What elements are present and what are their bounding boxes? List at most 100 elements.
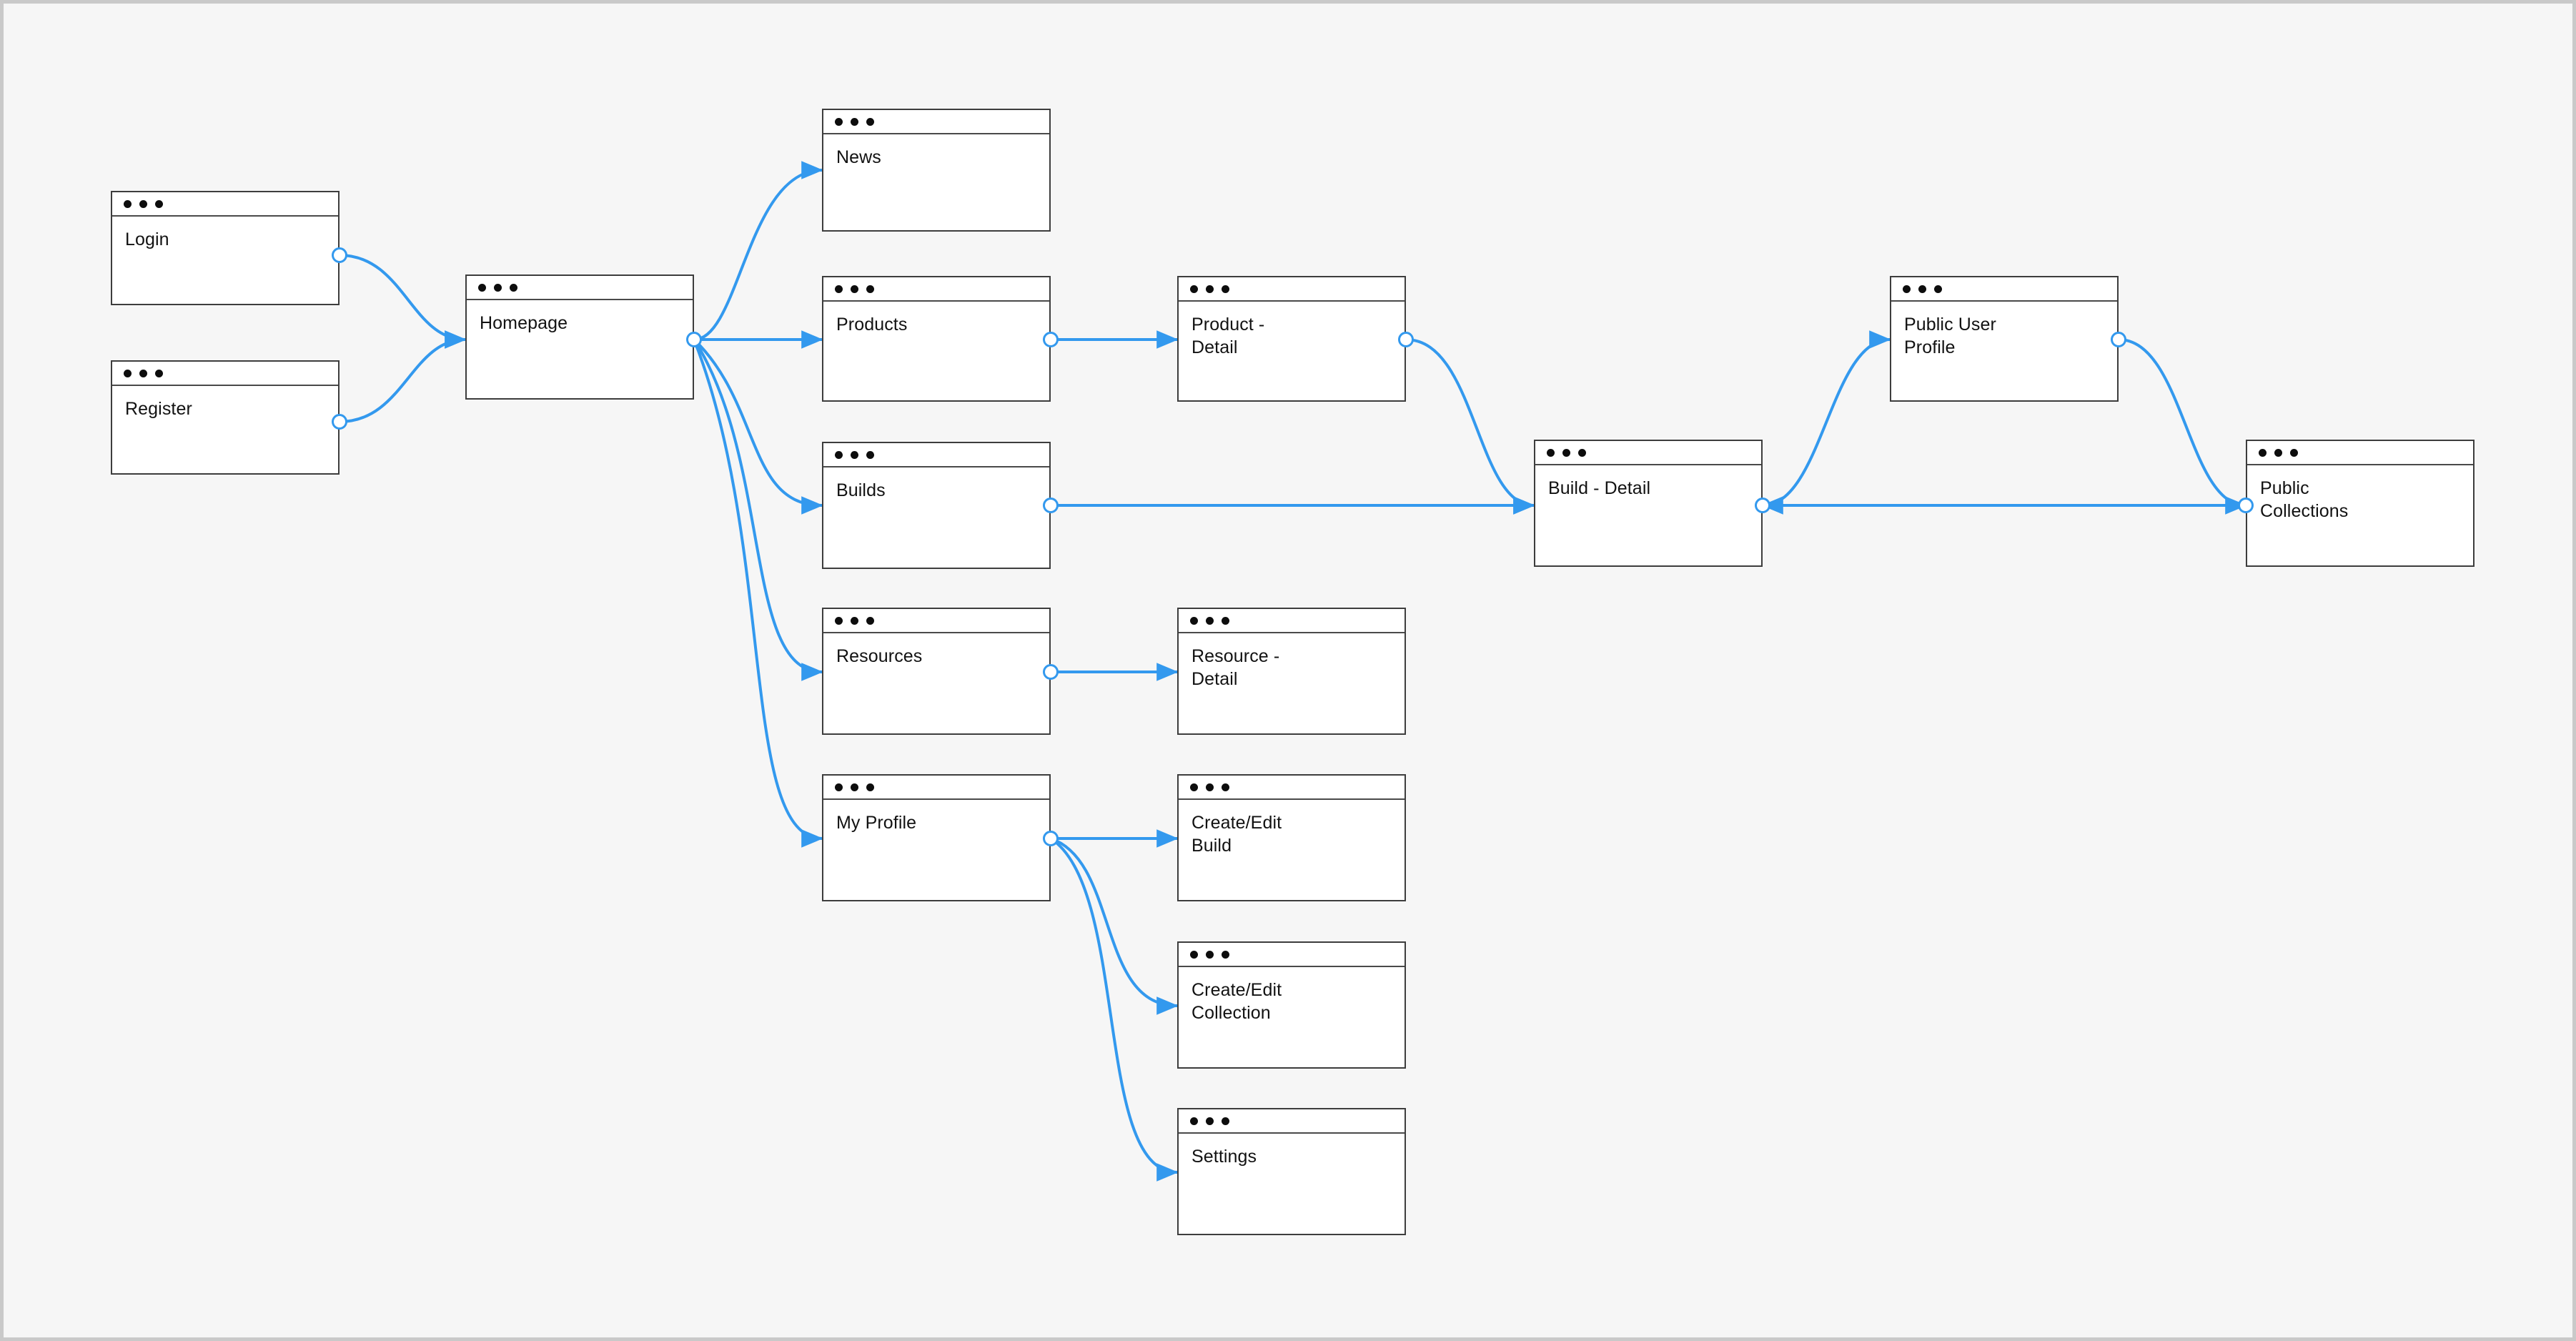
- node-label: Resources: [836, 646, 923, 666]
- port-product-detail-out[interactable]: [1398, 332, 1414, 347]
- edge-login-to-homepage[interactable]: [338, 254, 467, 349]
- edge-product-detail-to-build-detail[interactable]: [1405, 338, 1535, 515]
- node-titlebar: [1535, 441, 1761, 465]
- window-dot-icon: [851, 117, 858, 126]
- window-dot-icon: [1562, 448, 1570, 457]
- node-body: Homepage: [467, 300, 693, 398]
- node-label: Resource - Detail: [1192, 646, 1280, 689]
- node-label: Login: [125, 229, 169, 249]
- node-body: Create/Edit Collection: [1179, 967, 1405, 1067]
- window-dot-icon: [835, 616, 843, 625]
- window-dot-icon: [851, 616, 858, 625]
- node-label: Create/Edit Build: [1192, 813, 1282, 856]
- window-dot-icon: [835, 284, 843, 293]
- window-dot-icon: [1222, 616, 1229, 625]
- node-titlebar: [112, 362, 338, 386]
- node-label: Builds: [836, 480, 886, 500]
- edge-my-profile-to-settings[interactable]: [1049, 837, 1179, 1182]
- node-create-edit-collection[interactable]: Create/Edit Collection: [1177, 941, 1406, 1069]
- node-build-detail[interactable]: Build - Detail: [1534, 440, 1763, 567]
- window-dot-icon: [851, 450, 858, 459]
- node-label: News: [836, 147, 881, 167]
- window-dot-icon: [1190, 284, 1198, 293]
- node-settings[interactable]: Settings: [1177, 1108, 1406, 1235]
- port-homepage-out[interactable]: [686, 332, 702, 347]
- port-login-out[interactable]: [332, 247, 347, 263]
- window-dot-icon: [124, 369, 132, 377]
- window-dot-icon: [851, 284, 858, 293]
- node-label: Public User Profile: [1904, 315, 1996, 357]
- window-dot-icon: [835, 783, 843, 791]
- port-my-profile-out[interactable]: [1043, 831, 1059, 846]
- node-login[interactable]: Login: [111, 191, 340, 305]
- window-dot-icon: [866, 117, 874, 126]
- node-homepage[interactable]: Homepage: [465, 274, 694, 400]
- node-news[interactable]: News: [822, 109, 1051, 232]
- window-dot-icon: [155, 369, 163, 377]
- node-titlebar: [823, 277, 1049, 302]
- node-body: My Profile: [823, 800, 1049, 900]
- node-create-edit-build[interactable]: Create/Edit Build: [1177, 774, 1406, 901]
- window-dot-icon: [2274, 448, 2282, 457]
- node-titlebar: [1179, 943, 1405, 967]
- node-resources[interactable]: Resources: [822, 608, 1051, 735]
- port-products-out[interactable]: [1043, 332, 1059, 347]
- node-titlebar: [2247, 441, 2473, 465]
- node-resource-detail[interactable]: Resource - Detail: [1177, 608, 1406, 735]
- node-label: Build - Detail: [1548, 478, 1651, 498]
- window-dot-icon: [851, 783, 858, 791]
- port-register-out[interactable]: [332, 414, 347, 430]
- window-dot-icon: [1918, 284, 1926, 293]
- window-dot-icon: [1903, 284, 1911, 293]
- window-dot-icon: [1547, 448, 1555, 457]
- node-public-user-profile[interactable]: Public User Profile: [1890, 276, 2119, 402]
- node-builds[interactable]: Builds: [822, 442, 1051, 569]
- node-products[interactable]: Products: [822, 276, 1051, 402]
- window-dot-icon: [139, 199, 147, 208]
- node-body: Builds: [823, 467, 1049, 568]
- node-body: Register: [112, 386, 338, 473]
- edge-build-detail-to-public-user-profile[interactable]: [1761, 330, 1891, 507]
- node-titlebar: [1891, 277, 2117, 302]
- window-dot-icon: [1206, 1117, 1214, 1125]
- node-register[interactable]: Register: [111, 360, 340, 475]
- node-body: Settings: [1179, 1134, 1405, 1234]
- window-dot-icon: [1222, 1117, 1229, 1125]
- window-dot-icon: [124, 199, 132, 208]
- edge-register-to-homepage[interactable]: [338, 330, 467, 423]
- window-dot-icon: [1206, 616, 1214, 625]
- node-label: Products: [836, 315, 908, 335]
- node-public-collections[interactable]: Public Collections: [2246, 440, 2475, 567]
- window-dot-icon: [2259, 448, 2267, 457]
- edge-public-user-profile-to-public-collections[interactable]: [2117, 338, 2247, 515]
- edge-homepage-to-news[interactable]: [693, 161, 823, 341]
- node-product-detail[interactable]: Product - Detail: [1177, 276, 1406, 402]
- window-dot-icon: [494, 283, 502, 292]
- port-public-user-profile-out[interactable]: [2111, 332, 2126, 347]
- window-dot-icon: [2290, 448, 2298, 457]
- node-body: Products: [823, 302, 1049, 400]
- node-body: Login: [112, 217, 338, 304]
- window-dot-icon: [478, 283, 486, 292]
- node-body: Create/Edit Build: [1179, 800, 1405, 900]
- edge-homepage-to-resources[interactable]: [693, 338, 823, 681]
- port-builds-out[interactable]: [1043, 498, 1059, 513]
- port-public-collections-in[interactable]: [2238, 498, 2254, 513]
- port-resources-out[interactable]: [1043, 664, 1059, 680]
- window-dot-icon: [1222, 783, 1229, 791]
- edge-my-profile-to-create-edit-collection[interactable]: [1049, 837, 1179, 1015]
- edge-homepage-to-my-profile[interactable]: [693, 338, 823, 848]
- window-dot-icon: [1190, 783, 1198, 791]
- node-label: Register: [125, 399, 192, 419]
- node-titlebar: [823, 609, 1049, 633]
- node-body: News: [823, 134, 1049, 230]
- window-dot-icon: [1206, 284, 1214, 293]
- node-label: Create/Edit Collection: [1192, 980, 1282, 1023]
- port-build-detail-out[interactable]: [1755, 498, 1770, 513]
- window-dot-icon: [1578, 448, 1586, 457]
- node-label: Public Collections: [2260, 478, 2349, 521]
- edge-homepage-to-builds[interactable]: [693, 338, 823, 515]
- node-my-profile[interactable]: My Profile: [822, 774, 1051, 901]
- node-titlebar: [1179, 609, 1405, 633]
